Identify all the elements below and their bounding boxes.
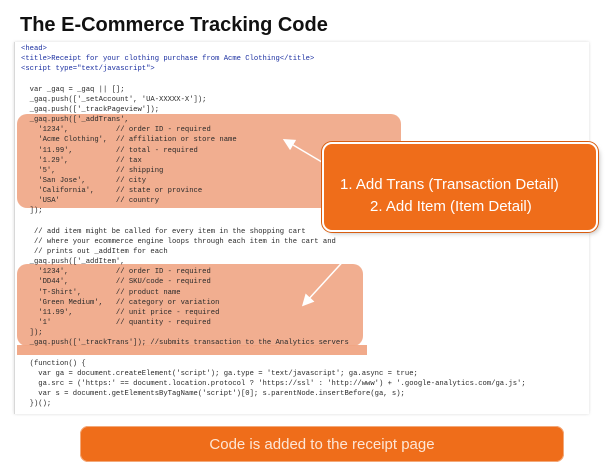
code-line: '11.99', // total - required — [21, 146, 198, 155]
code-line: var s = document.getElementsByTagName('s… — [21, 390, 405, 399]
callout-box: 1. Add Trans (Transaction Detail) 2. Add… — [322, 142, 598, 232]
code-line: '11.99', // unit price - required — [21, 308, 220, 317]
code-line: // add item might be called for every it… — [21, 227, 306, 236]
arrow-to-additem — [301, 231, 371, 307]
code-line: <head> — [21, 45, 47, 53]
code-line: ]); — [21, 329, 43, 338]
code-line: 'USA' // country — [21, 197, 160, 206]
code-line: 'California', // state or province — [21, 187, 203, 196]
code-line: '5', // shipping — [21, 166, 164, 175]
code-line: '1' // quantity - required — [21, 319, 211, 328]
code-line: _gaq.push(['_setAccount', 'UA-XXXXX-X'])… — [21, 95, 207, 104]
code-line: <script type="text/javascript"> — [21, 65, 155, 74]
code-line: '1234', // order ID - required — [21, 126, 211, 135]
footer-text: Code is added to the receipt page — [209, 435, 435, 453]
tracktrans-highlight — [17, 345, 367, 355]
code-line: // prints out _addItem for each — [21, 248, 168, 256]
slide-title: The E-Commerce Tracking Code — [20, 14, 328, 36]
code-line: _gaq.push(['_addTrans', — [21, 116, 129, 125]
callout-item-add-trans: 1. Add Trans (Transaction Detail) — [340, 176, 559, 193]
code-line: (function() { — [21, 359, 86, 368]
code-line: 'DD44', // SKU/code - required — [21, 278, 211, 287]
code-line: ga.src = ('https:' == document.location.… — [21, 379, 526, 388]
code-line: _gaq.push(['_addItem', — [21, 258, 125, 267]
footer-banner: Code is added to the receipt page — [80, 426, 564, 462]
code-line: var _gaq = _gaq || []; — [21, 85, 125, 94]
code-line: 'Green Medium', // category or variation — [21, 298, 220, 307]
code-line: <title>Receipt for your clothing purchas… — [21, 55, 315, 64]
code-line: '1234', // order ID - required — [21, 268, 211, 277]
code-line: _gaq.push(['_trackTrans']); //submits tr… — [21, 339, 349, 348]
callout-item-add-item: 2. Add Item (Item Detail) — [370, 198, 532, 215]
code-line: '1.29', // tax — [21, 156, 142, 165]
code-line: _gaq.push(['_trackPageview']); — [21, 105, 160, 114]
code-line: var ga = document.createElement('script'… — [21, 369, 418, 378]
code-line: 'T-Shirt', // product name — [21, 288, 181, 297]
code-line: })(); — [21, 400, 52, 409]
code-line: 'San Jose', // city — [21, 176, 147, 185]
code-line: 'Acme Clothing', // affiliation or store… — [21, 136, 237, 145]
code-line: // where your ecommerce engine loops thr… — [21, 237, 336, 246]
code-line: ]); — [21, 207, 43, 216]
